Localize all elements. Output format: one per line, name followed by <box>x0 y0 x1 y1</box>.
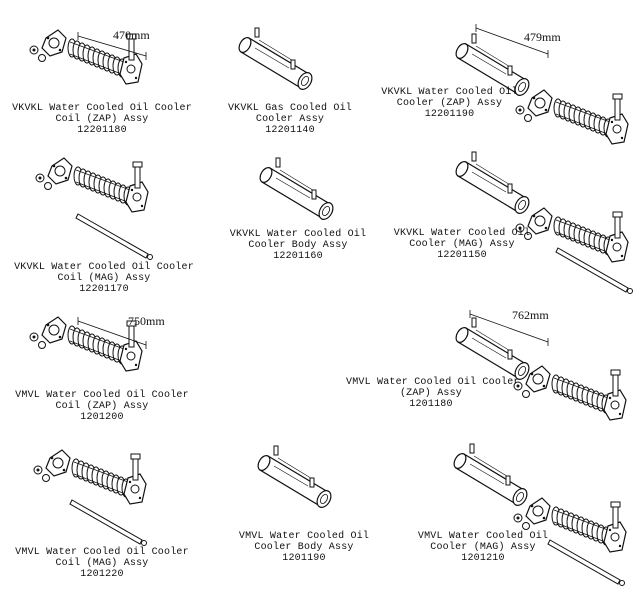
coil-assembly-illustration <box>29 316 158 372</box>
part-caption: VKVKL Water Cooled Oil Cooler Coil (MAG)… <box>14 262 194 295</box>
cooler-body-illustration <box>257 157 337 223</box>
dimension-label: 479mm <box>524 30 561 44</box>
cooler-assembly-illustration <box>453 24 629 145</box>
part-caption: VMVL Water Cooled Oil Cooler (MAG) Assy … <box>417 531 549 564</box>
cooler-assembly-illustration <box>451 443 627 586</box>
part-caption: VKVKL Water Cooled Oil Cooler (MAG) Assy… <box>393 228 531 261</box>
gas-cooler-illustration <box>236 27 316 93</box>
part-caption: VKVKL Gas Cooled Oil Cooler Assy 1220114… <box>227 103 353 136</box>
part-caption: VMVL Water Cooled Oil Cooler Coil (MAG) … <box>15 547 189 580</box>
cooler-body-illustration <box>255 445 335 511</box>
part-caption: VMVL Water Cooled Oil Cooler Body Assy 1… <box>238 531 370 564</box>
coil-assembly-illustration <box>29 29 158 85</box>
dimension-label: 750mm <box>128 314 165 328</box>
dimension-label: 762mm <box>512 308 549 322</box>
part-caption: VKVKL Water Cooled Oil Cooler Coil (ZAP)… <box>12 103 192 136</box>
coil-assembly-illustration <box>33 449 147 546</box>
cooler-assembly-illustration <box>453 310 627 421</box>
part-caption: VKVKL Water Cooled Oil Cooler Body Assy … <box>229 229 367 262</box>
coil-assembly-illustration <box>35 157 153 260</box>
part-caption: VMVL Water Cooled Oil Cooler Coil (ZAP) … <box>15 390 189 423</box>
part-caption: VKVKL Water Cooled Oil Cooler (ZAP) Assy… <box>381 87 518 120</box>
part-caption: VMVL Water Cooled Oil Cooler (ZAP) Assy … <box>346 377 520 410</box>
dimension-label: 470mm <box>113 28 150 42</box>
